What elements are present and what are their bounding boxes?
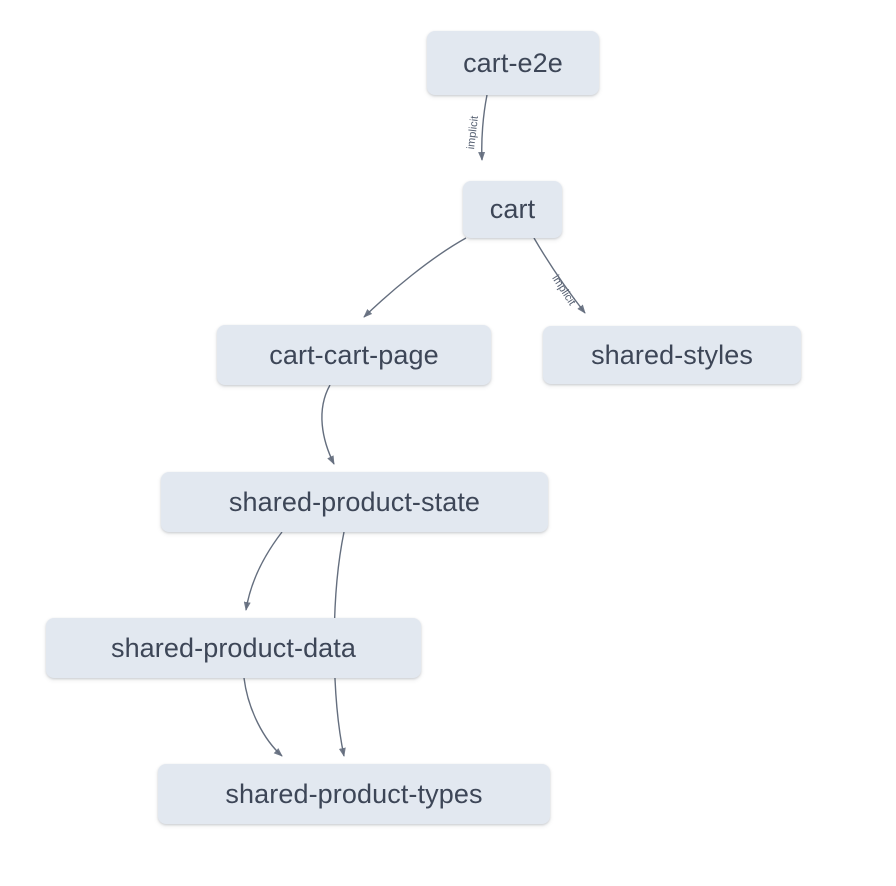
edge-label-cart-e2e-to-cart: implicit — [465, 115, 481, 150]
node-shared-product-state[interactable]: shared-product-state — [161, 472, 548, 532]
edge-cart-cart-page-to-shared-product-state — [321, 384, 335, 465]
node-label-cart: cart — [489, 194, 536, 224]
node-shared-product-data[interactable]: shared-product-data — [46, 618, 421, 678]
node-label-cart-cart-page: cart-cart-page — [269, 339, 439, 370]
node-label-shared-product-state: shared-product-state — [228, 486, 481, 517]
node-shared-product-types[interactable]: shared-product-types — [158, 764, 550, 824]
node-label-shared-product-data: shared-product-data — [110, 632, 357, 663]
edge-cart-to-shared-styles — [533, 237, 586, 314]
node-label-shared-styles: shared-styles — [591, 339, 753, 370]
node-shared-styles[interactable]: shared-styles — [543, 326, 801, 384]
edge-cart-e2e-to-cart — [478, 94, 488, 161]
edge-shared-product-data-to-shared-product-types — [243, 677, 283, 757]
edge-cart-to-cart-cart-page — [363, 237, 467, 318]
edge-shared-product-state-to-shared-product-data — [243, 531, 283, 611]
node-label-cart-e2e: cart-e2e — [463, 47, 563, 78]
node-label-shared-product-types: shared-product-types — [225, 778, 483, 809]
node-cart[interactable]: cart — [463, 181, 562, 238]
node-cart-cart-page[interactable]: cart-cart-page — [217, 325, 491, 385]
edge-label-cart-to-shared-styles: implicit — [549, 273, 577, 308]
node-cart-e2e[interactable]: cart-e2e — [427, 31, 599, 95]
